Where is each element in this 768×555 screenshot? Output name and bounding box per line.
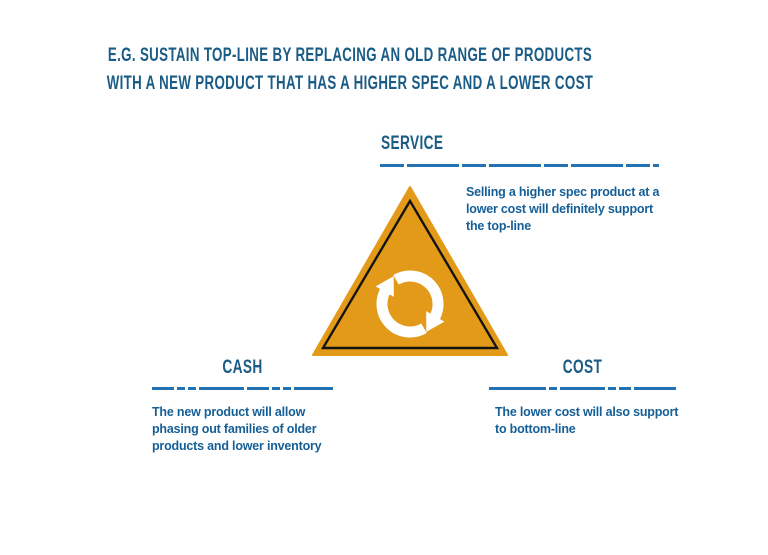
page-title-line-2: WITH A NEW PRODUCT THAT HAS A HIGHER SPE… xyxy=(106,73,594,94)
service-description: Selling a higher spec product at a lower… xyxy=(466,185,660,233)
triangle-inner-outline xyxy=(320,198,500,350)
cost-description: The lower cost will also support to bott… xyxy=(495,405,679,436)
cost-label: COST xyxy=(562,357,603,378)
cash-underline xyxy=(152,387,333,390)
cycle-arrow-top xyxy=(393,270,445,332)
page-title-line-1: E.G. SUSTAIN TOP-LINE BY REPLACING AN OL… xyxy=(107,45,593,66)
cycle-icon-svg xyxy=(375,270,445,338)
service-label: SERVICE xyxy=(381,133,444,154)
cash-label: CASH xyxy=(222,357,263,378)
cycle-icon xyxy=(360,254,460,354)
cost-underline xyxy=(489,387,676,390)
cash-description: The new product will allow phasing out f… xyxy=(152,405,322,453)
cycle-arrow-bottom xyxy=(375,276,427,338)
page-title: E.G. SUSTAIN TOP-LINE BY REPLACING AN OL… xyxy=(105,42,595,98)
service-underline xyxy=(380,164,659,167)
